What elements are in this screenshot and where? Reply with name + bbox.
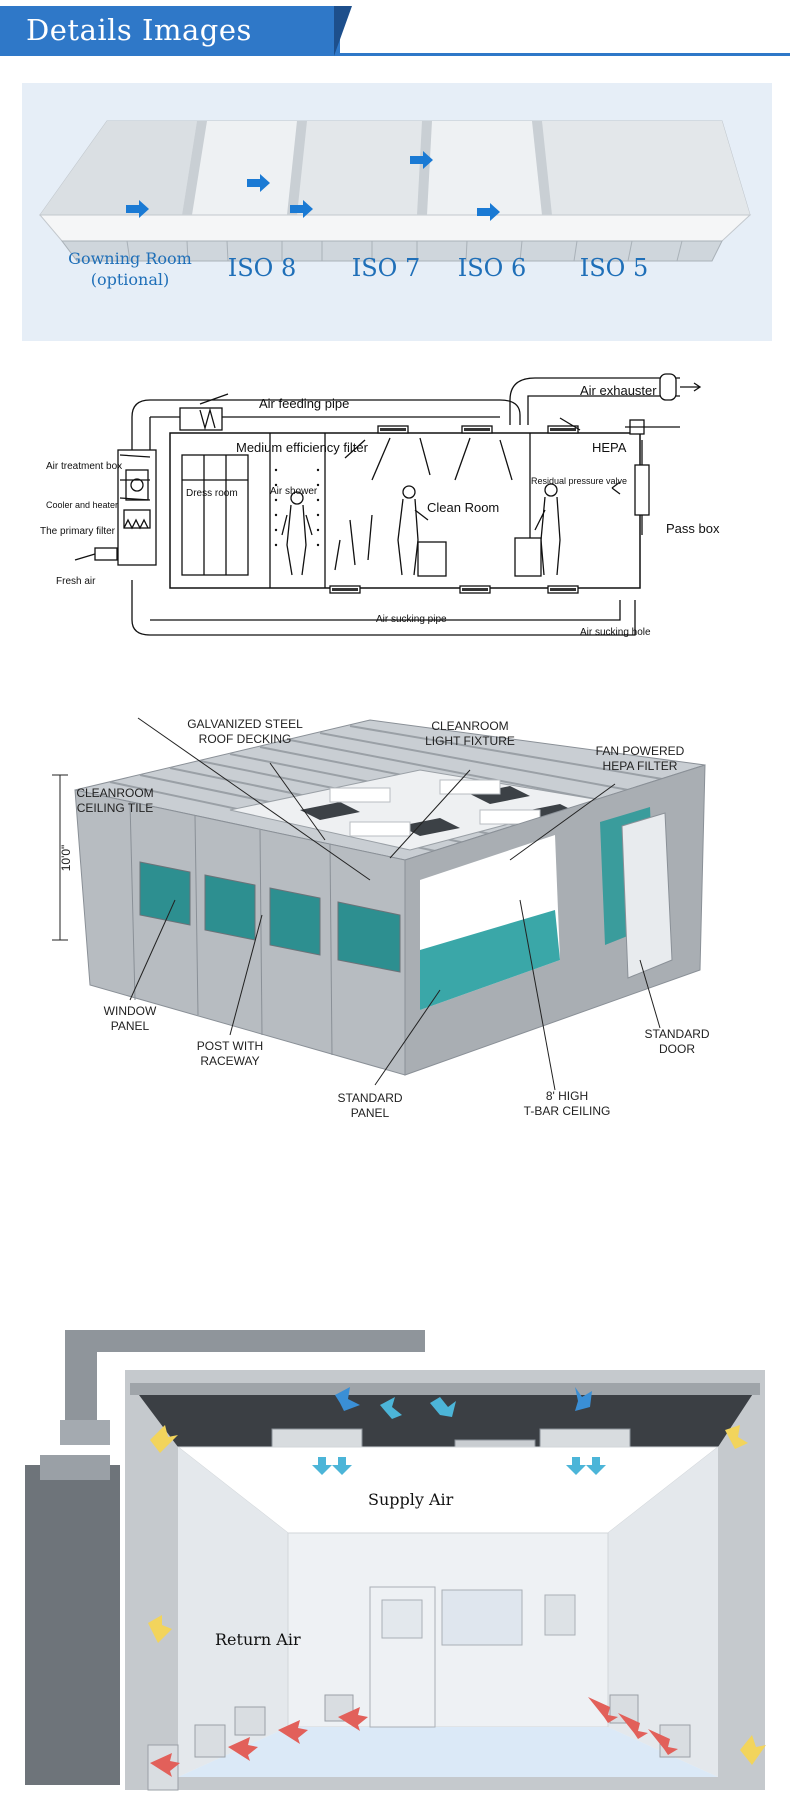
post-raceway-label-line2: RACEWAY [200,1054,259,1068]
post-raceway-label-line1: POST WITH [197,1039,263,1053]
gowning-room-optional-label: (optional) [91,270,170,289]
medium-efficiency-filter-label: Medium efficiency filter [236,440,369,455]
ceiling-tile-label-line1: CLEANROOM [76,786,153,800]
supply-return-airflow-figure: Supply Air Return Air [0,1325,790,1792]
standard-panel-label-line1: STANDARD [337,1091,402,1105]
airflow-schematic-figure: Air feeding pipe Air exhauster Medium ef… [0,370,790,660]
dress-room-label: Dress room [186,488,238,499]
window-panel-label-line1: WINDOW [104,1004,157,1018]
ceiling-tile-label-line2: CEILING TILE [77,801,153,815]
tbar-ceiling-label-line2: T-BAR CEILING [524,1104,611,1118]
gowning-room-label: Gowning Room [68,249,192,268]
primary-filter-label: The primary filter [40,526,116,537]
clean-room-label: Clean Room [427,500,499,515]
page-title: Details Images [26,13,252,47]
roof-decking-label-line1: GALVANIZED STEEL [187,717,303,731]
window-panel-label-line2: PANEL [111,1019,150,1033]
pass-box-label: Pass box [666,521,720,536]
roof-decking-label-line2: ROOF DECKING [199,732,292,746]
air-shower-label: Air shower [270,486,318,497]
supply-air-label: Supply Air [368,1490,454,1509]
air-treatment-box-label: Air treatment box [46,461,122,472]
iso5-label: ISO 5 [580,254,649,282]
air-sucking-pipe-label: Air sucking pipe [376,614,447,625]
cooler-heater-label: Cooler and heater [46,500,118,510]
height-dimension-label: 10'0" [59,845,73,872]
fan-hepa-label-line2: HEPA FILTER [603,759,678,773]
hepa-label: HEPA [592,440,627,455]
iso8-label: ISO 8 [228,254,297,282]
light-fixture-label-line2: LIGHT FIXTURE [425,734,515,748]
air-feeding-pipe-label: Air feeding pipe [259,396,349,411]
standard-door-label-line2: DOOR [659,1042,695,1056]
standard-door-label-line1: STANDARD [644,1027,709,1041]
iso-rooms-figure: Gowning Room (optional) ISO 8 ISO 7 ISO … [22,83,772,341]
fan-hepa-label-line1: FAN POWERED [596,744,685,758]
air-exhauster-label: Air exhauster [580,383,657,398]
header-tab [0,6,340,56]
header-underline [340,53,790,56]
standard-panel-label-line2: PANEL [351,1106,390,1120]
section-header: Details Images [0,0,790,62]
fresh-air-label: Fresh air [56,576,96,587]
light-fixture-label-line1: CLEANROOM [431,719,508,733]
iso6-label: ISO 6 [458,254,527,282]
iso7-label: ISO 7 [352,254,421,282]
modular-cleanroom-figure: GALVANIZED STEEL ROOF DECKING CLEANROOM … [0,710,790,1290]
residual-pressure-valve-label: Residual pressure valve [531,476,627,486]
air-sucking-hole-label: Air sucking hole [580,627,651,638]
return-air-label: Return Air [215,1630,301,1649]
tbar-ceiling-label-line1: 8' HIGH [546,1089,588,1103]
